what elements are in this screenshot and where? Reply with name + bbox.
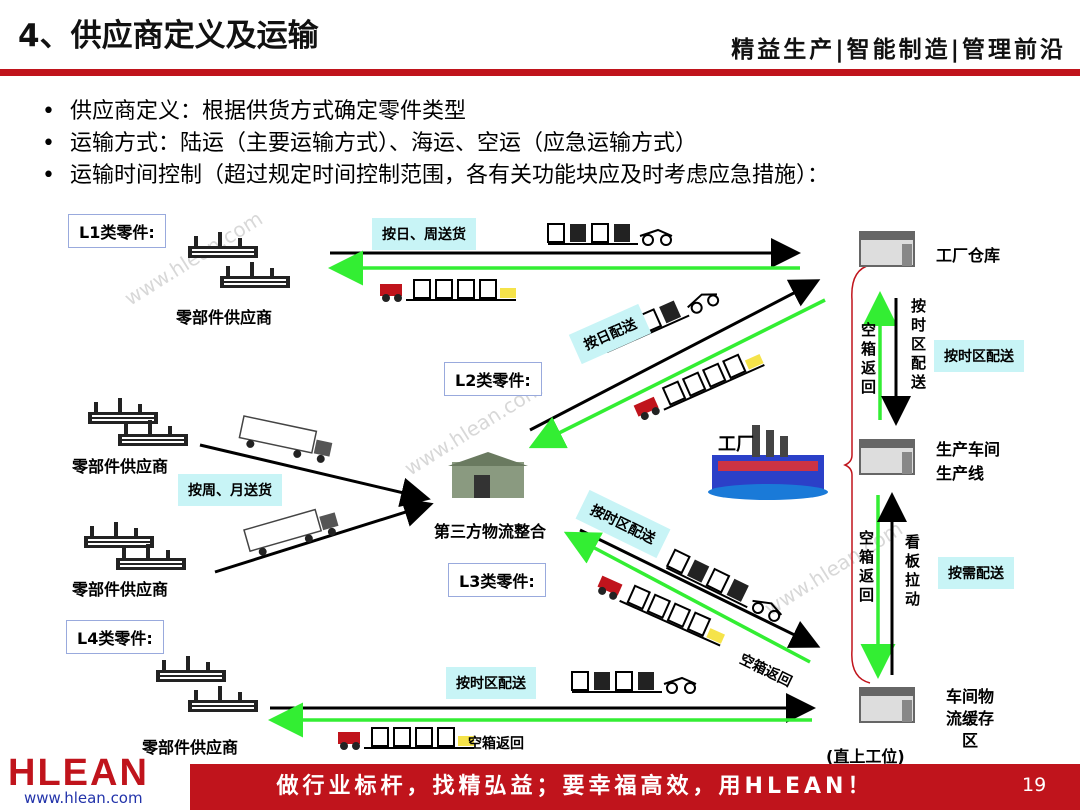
brand-slogan: 精益生产|智能制造|管理前沿	[731, 37, 1066, 63]
footer-slogan: 做行业标杆，找精弘益；要幸福高效，用HLEAN！	[276, 774, 874, 799]
right-label-timed: 按时区配送	[934, 340, 1024, 372]
page-number: 19	[1022, 774, 1047, 796]
supplier-label: 零部件供应商	[142, 738, 239, 757]
class-label-l1: L1类零件:	[68, 214, 166, 248]
page-title: 4、供应商定义及运输	[18, 18, 319, 54]
third-party-logistics-label: 第三方物流整合	[434, 522, 547, 541]
route-label-weekly-monthly: 按周、月送货	[178, 474, 282, 506]
hlean-logo: HLEAN	[8, 752, 149, 794]
bullet-item: 运输时间控制（超过规定时间控制范围，各有关功能块应及时考虑应急措施）：	[42, 160, 829, 192]
route-label-timed-l4: 按时区配送	[446, 667, 536, 699]
header-divider	[0, 69, 1080, 76]
factory-label: 工厂	[718, 434, 754, 455]
bullet-item: 运输方式：陆运（主要运输方式）、海运、空运（应急运输方式）	[42, 128, 829, 160]
bullet-list: 供应商定义：根据供货方式确定零件类型 运输方式：陆运（主要运输方式）、海运、空运…	[42, 96, 829, 192]
vertical-label-kanban: 看板拉动	[903, 534, 921, 610]
vertical-label-timed: 按时区配送	[909, 298, 927, 393]
class-label-l3: L3类零件:	[448, 563, 546, 597]
workshop-label: 生产车间 生产线	[936, 440, 1001, 483]
class-label-l4: L4类零件:	[66, 620, 164, 654]
route-label-daily-weekly: 按日、周送货	[372, 218, 476, 250]
logo-url[interactable]: www.hlean.com	[24, 789, 143, 807]
buffer-area-label: 车间物 流缓存 区	[946, 687, 995, 750]
line-side-label: (直上工位)	[826, 747, 905, 766]
vertical-label-empty-return: 空箱返回	[859, 322, 877, 398]
supplier-label: 零部件供应商	[72, 580, 169, 599]
bullet-item: 供应商定义：根据供货方式确定零件类型	[42, 96, 829, 128]
supplier-label: 零部件供应商	[72, 457, 169, 476]
footer-bar	[190, 764, 1080, 810]
vertical-label-empty-return: 空箱返回	[857, 530, 875, 606]
class-label-l2: L2类零件:	[444, 362, 542, 396]
warehouse-label: 工厂仓库	[936, 246, 1001, 265]
right-label-on-demand: 按需配送	[938, 557, 1014, 589]
supplier-label: 零部件供应商	[176, 308, 273, 327]
route-label-empty-return-l4: 空箱返回	[468, 736, 524, 752]
